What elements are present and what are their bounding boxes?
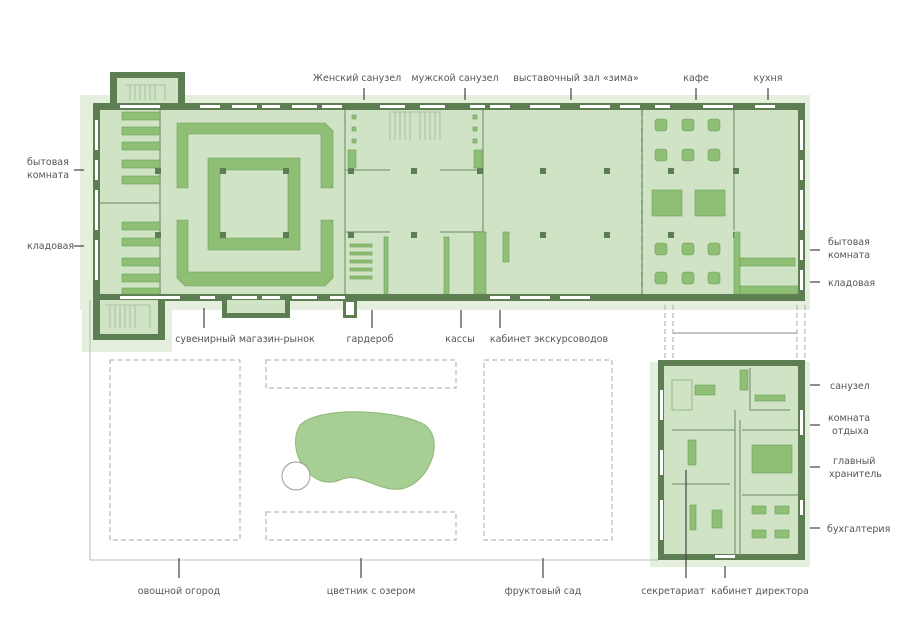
- label-mens-wc: мужской санузел: [411, 73, 498, 84]
- label-utility-room-left-2: комната: [27, 170, 69, 181]
- admin-annex: [658, 360, 805, 560]
- label-chief-curator-2: хранитель: [829, 469, 882, 480]
- site-outline: [89, 300, 806, 561]
- left-labels: бытовая комната кладовая: [27, 157, 84, 252]
- label-womens-wc: Женский санузел: [313, 73, 401, 84]
- label-flower-garden: цветник с озером: [327, 586, 416, 597]
- stair-tower-top: [110, 72, 185, 103]
- label-storage-right: кладовая: [828, 278, 875, 289]
- label-rest-room-1: комната: [828, 413, 870, 424]
- label-souvenir-shop: сувенирный магазин-рынок: [175, 334, 315, 345]
- label-rest-room-2: отдыха: [832, 426, 869, 437]
- pond: [295, 411, 435, 490]
- flower-bed-bottom: [265, 511, 457, 541]
- label-guides-office: кабинет экскурсоводов: [490, 334, 609, 345]
- bottom-labels: овощной огород цветник с озером фруктовы…: [138, 470, 809, 597]
- shelves: [121, 111, 161, 295]
- vegetable-garden-bed: [109, 359, 241, 541]
- label-accounting: бухгалтерия: [827, 524, 890, 535]
- label-exhibition-hall: выставочный зал «зима»: [513, 73, 639, 84]
- central-stairs: [389, 111, 441, 140]
- label-utility-room-right-1: бытовая: [828, 237, 870, 248]
- label-secretariat: секретариат: [641, 586, 705, 597]
- stair-tower-bottom: [93, 300, 165, 340]
- label-director-office: кабинет директора: [711, 586, 809, 597]
- label-kitchen: кухня: [754, 73, 783, 84]
- label-chief-curator-1: главный: [833, 456, 875, 467]
- wc-fixtures: [347, 114, 483, 169]
- top-labels: Женский санузел мужской санузел выставоч…: [313, 73, 783, 100]
- market-stands: [176, 122, 334, 287]
- label-cloakroom: гардероб: [347, 334, 394, 345]
- label-cafe: кафе: [683, 73, 709, 84]
- round-bed: [281, 461, 311, 491]
- flower-bed-top: [265, 359, 457, 389]
- label-vegetable-garden: овощной огород: [138, 586, 221, 597]
- label-utility-room-left-1: бытовая: [27, 157, 69, 168]
- orchard-bed: [483, 359, 613, 541]
- right-labels: бытовая комната кладовая санузел комната…: [810, 237, 890, 535]
- label-utility-room-right-2: комната: [828, 250, 870, 261]
- label-storage-left: кладовая: [27, 241, 74, 252]
- mid-labels: сувенирный магазин-рынок гардероб кассы …: [175, 308, 608, 345]
- label-wc: санузел: [830, 381, 870, 392]
- cloakroom-racks: [349, 231, 799, 295]
- columns: [155, 168, 739, 238]
- label-ticket-office: кассы: [445, 334, 475, 345]
- cafe-tables: [651, 118, 726, 285]
- main-building: [93, 72, 805, 340]
- label-orchard: фруктовый сад: [505, 586, 582, 597]
